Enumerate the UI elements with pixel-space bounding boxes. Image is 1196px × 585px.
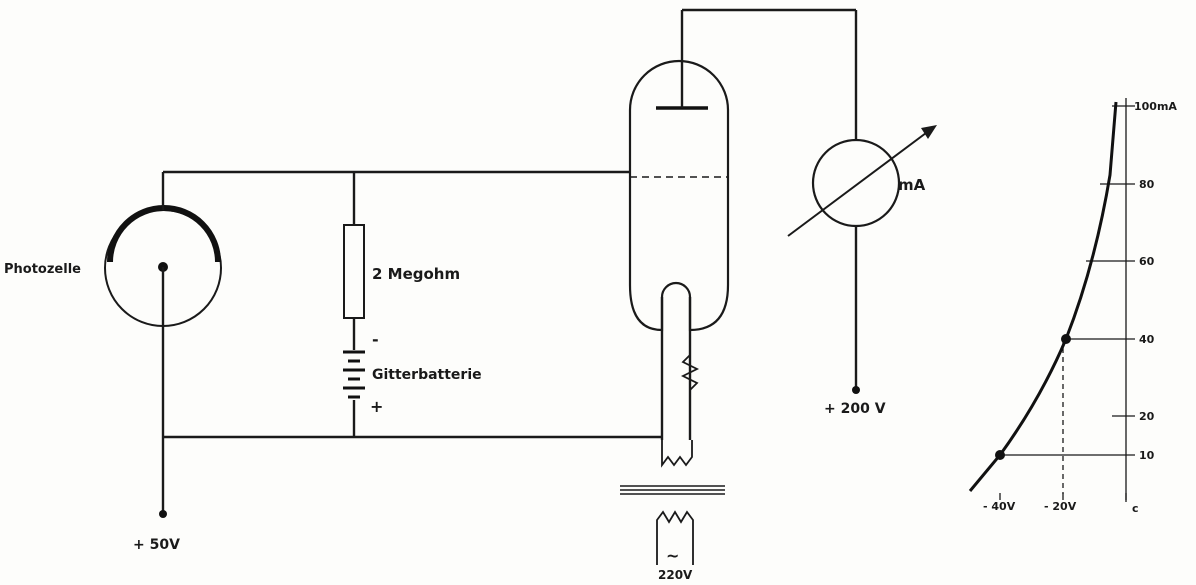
vacuum-tube [628, 59, 730, 440]
heater-filament [680, 354, 700, 391]
photocell-label: Photozelle [4, 262, 81, 277]
curve-point-minus20v [1061, 334, 1071, 344]
meter-body [811, 138, 901, 228]
y-tick-label: 20 [1139, 410, 1155, 423]
y-tick-label: 80 [1139, 178, 1155, 191]
photocell-cathode [107, 205, 221, 263]
x-tick-label: - 40V [983, 500, 1016, 513]
supply-200v-label: + 200 V [824, 401, 886, 417]
mains-symbol: ~ [666, 546, 679, 565]
meter-label: mA [898, 176, 926, 194]
battery-label: Gitterbatterie [372, 367, 482, 383]
battery-plus-label: + [370, 397, 383, 416]
milliammeter [787, 125, 937, 237]
meter-variable-arrow [787, 129, 931, 237]
curve-point-minus40v [995, 450, 1005, 460]
wires [161, 8, 858, 512]
resistor-label: 2 Megohm [372, 265, 460, 283]
supply-50v-label: + 50V [133, 537, 180, 553]
terminal-200v [852, 386, 860, 394]
y-tick-label: 10 [1139, 449, 1155, 462]
y-tick-label: 40 [1139, 333, 1155, 346]
tube-envelope [628, 59, 730, 332]
x-tick-label: - 20V [1044, 500, 1077, 513]
terminal-50v [159, 510, 167, 518]
characteristic-graph [968, 98, 1135, 502]
resistor-2-megohm [343, 224, 365, 319]
characteristic-curve [968, 101, 1118, 492]
y-tick-label: 60 [1139, 255, 1155, 268]
battery-minus-label: - [372, 330, 379, 349]
mains-label: 220V [658, 568, 693, 582]
y-tick-label: 100mA [1134, 100, 1177, 113]
grid-battery [343, 350, 365, 399]
meter-arrow-head [921, 125, 937, 139]
x-end-label: c [1132, 502, 1139, 515]
heater-transformer [620, 440, 725, 565]
